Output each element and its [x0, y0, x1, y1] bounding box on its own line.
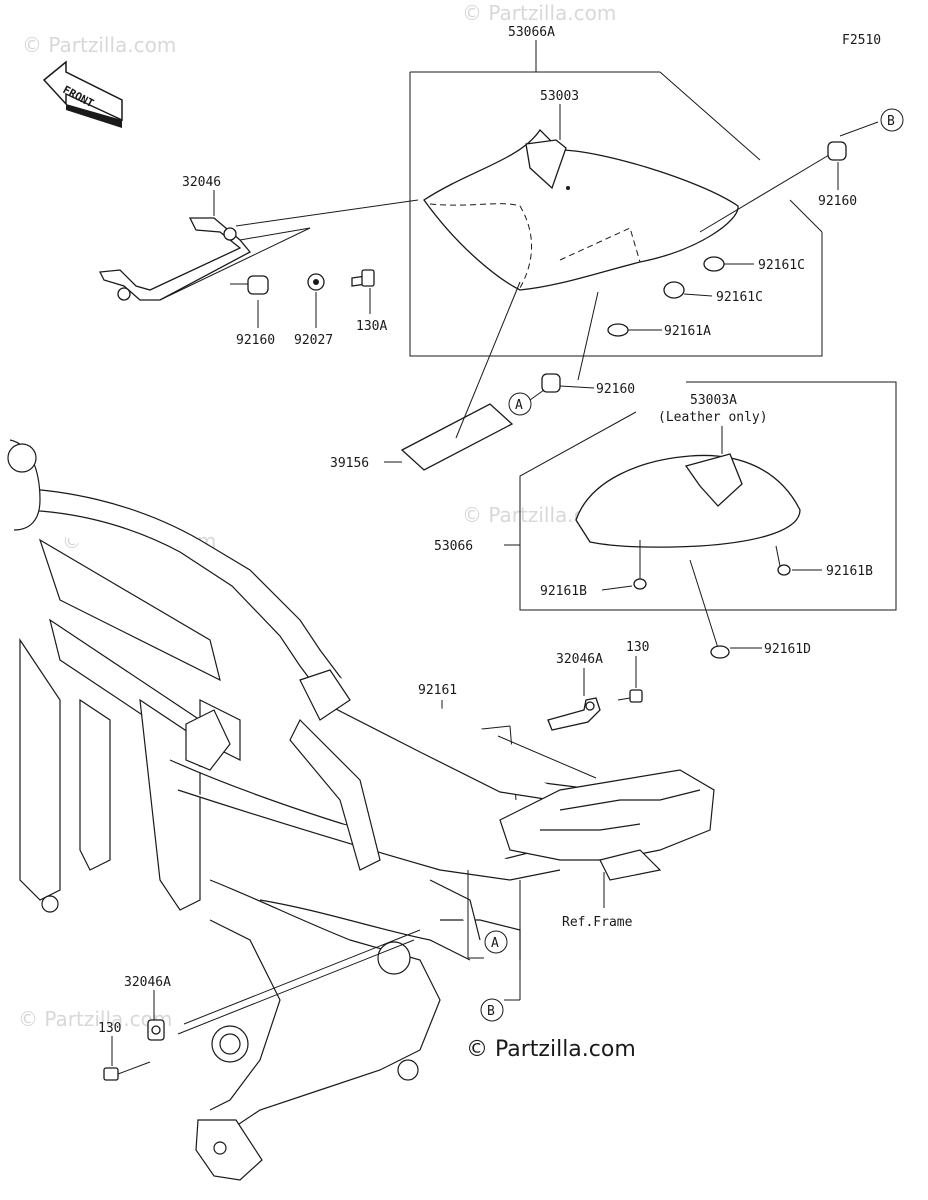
seat-dampers: 92161C 92161C 92161A — [607, 256, 805, 339]
label-53066: 53066 — [434, 539, 473, 554]
label-130-top: 130 — [626, 640, 649, 655]
pad-39156: 39156 — [330, 281, 521, 471]
seat-53003: 53003 — [423, 89, 739, 291]
cover-assembly-box: 53066 53003A (Leather only) 92161B 92161… — [434, 381, 897, 611]
bracket-32046: 32046 — [98, 175, 419, 301]
label-53003a: 53003A — [690, 393, 737, 408]
grommet-a: A 92160 — [508, 291, 635, 416]
partzilla-brand: © Partzilla.com — [466, 1037, 636, 1062]
label-leather-only: (Leather only) — [658, 410, 768, 425]
label-32046a-bottom: 32046A — [124, 975, 171, 990]
label-92160-right: 92160 — [818, 194, 857, 209]
diagram-code: F2510 — [842, 33, 881, 48]
label-92161c-1: 92161C — [758, 258, 805, 273]
label-ref-frame: Ref.Frame — [562, 915, 633, 930]
label-92161b-left: 92161B — [540, 584, 587, 599]
label-92161b-right: 92161B — [826, 564, 873, 579]
label-92161: 92161 — [418, 683, 457, 698]
bracket-32046a-bottom: 32046A 130 — [98, 929, 421, 1081]
front-arrow-icon: FRONT — [42, 60, 123, 128]
label-53003: 53003 — [540, 89, 579, 104]
label-92160-left: 92160 — [236, 333, 275, 348]
watermark-top-left: © Partzilla.com — [22, 33, 176, 57]
callout-a-top: A — [515, 398, 523, 413]
label-32046a-top: 32046A — [556, 652, 603, 667]
watermark-bottom-left: © Partzilla.com — [18, 1007, 172, 1031]
label-92161d: 92161D — [764, 642, 811, 657]
watermark-top-center: © Partzilla.com — [462, 1, 616, 25]
label-92160-a: 92160 — [596, 382, 635, 397]
label-39156: 39156 — [330, 456, 369, 471]
grommet-right: B 92160 — [699, 108, 904, 233]
damper-92161d: 92161D — [689, 559, 811, 659]
ref-frame-callouts: Ref.Frame A B — [467, 870, 633, 1022]
callout-b-bottom: B — [487, 1004, 495, 1019]
callout-a-bottom: A — [491, 936, 499, 951]
label-53066a: 53066A — [508, 25, 555, 40]
frame-ref — [7, 439, 715, 1181]
label-130-bottom: 130 — [98, 1021, 121, 1036]
bracket-32046a-top: 32046A 130 — [497, 640, 649, 779]
label-32046: 32046 — [182, 175, 221, 190]
seat-assembly-box: 53066A — [409, 25, 823, 357]
label-92161c-2: 92161C — [716, 290, 763, 305]
callout-b-top: B — [887, 114, 895, 129]
label-92161a: 92161A — [664, 324, 711, 339]
label-92027: 92027 — [294, 333, 333, 348]
label-130a: 130A — [356, 319, 387, 334]
hardware-row: 92160 92027 130A — [230, 269, 387, 348]
